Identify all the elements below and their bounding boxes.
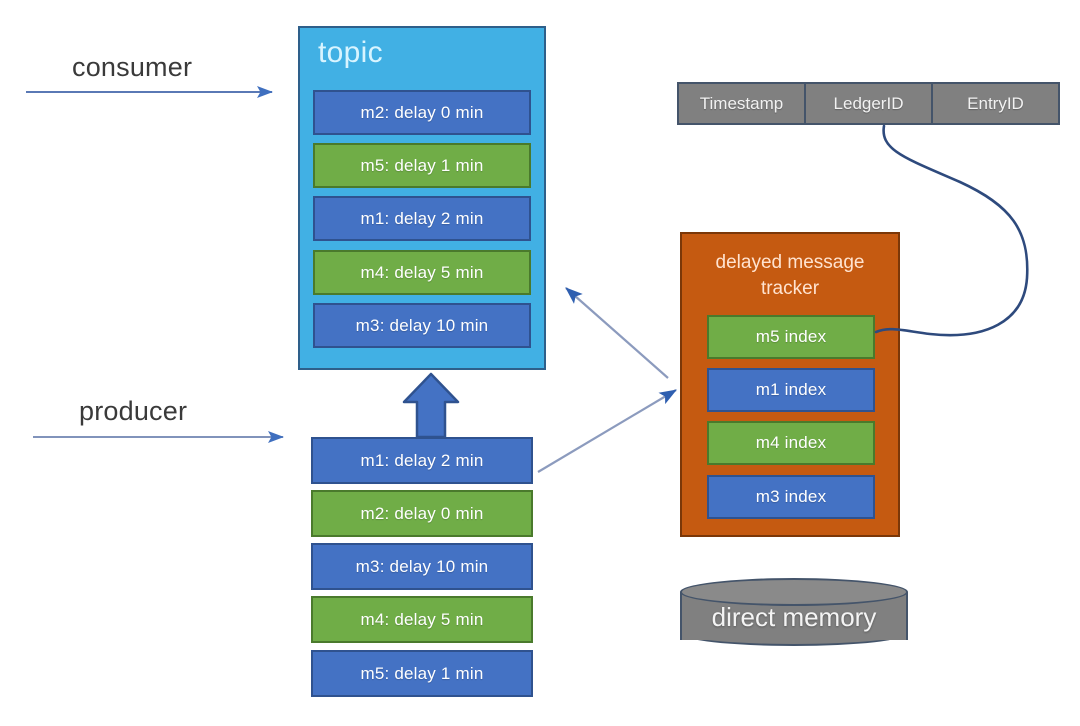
producer-label: producer	[79, 396, 188, 426]
queue-to-tracker-arrow	[537, 389, 677, 473]
publish-block-arrow	[402, 372, 460, 439]
table-header-timestamp: Timestamp	[677, 82, 806, 125]
topic-message-m5: m5: delay 1 min	[313, 143, 531, 188]
tracker-title-line2: tracker	[760, 278, 820, 299]
topic-message-m1: m1: delay 2 min	[313, 196, 531, 241]
topic-title: topic	[318, 36, 383, 69]
topic-message-m2: m2: delay 0 min	[313, 90, 531, 135]
queue-message-m3: m3: delay 10 min	[311, 543, 533, 590]
tracker-title-line1: delayed message	[715, 252, 865, 273]
tracker-to-topic-arrow	[565, 287, 669, 379]
tracker-index-m3: m3 index	[707, 475, 875, 519]
consumer-label: consumer	[72, 52, 193, 82]
topic-message-m4: m4: delay 5 min	[313, 250, 531, 295]
index-record-table: Timestamp LedgerID EntryID	[677, 82, 1060, 125]
tracker-index-m5: m5 index	[707, 315, 875, 359]
queue-message-m2: m2: delay 0 min	[311, 490, 533, 537]
table-header-entryid: EntryID	[931, 82, 1060, 125]
direct-memory-cylinder: direct memory	[680, 578, 908, 648]
queue-message-m5: m5: delay 1 min	[311, 650, 533, 697]
queue-message-m4: m4: delay 5 min	[311, 596, 533, 643]
direct-memory-label: direct memory	[711, 602, 877, 632]
queue-message-m1: m1: delay 2 min	[311, 437, 533, 484]
tracker-index-m1: m1 index	[707, 368, 875, 412]
tracker-index-m4: m4 index	[707, 421, 875, 465]
cylinder-top	[680, 578, 908, 606]
tracker-title: delayed message tracker	[682, 250, 898, 302]
table-header-ledgerid: LedgerID	[804, 82, 933, 125]
topic-message-m3: m3: delay 10 min	[313, 303, 531, 348]
